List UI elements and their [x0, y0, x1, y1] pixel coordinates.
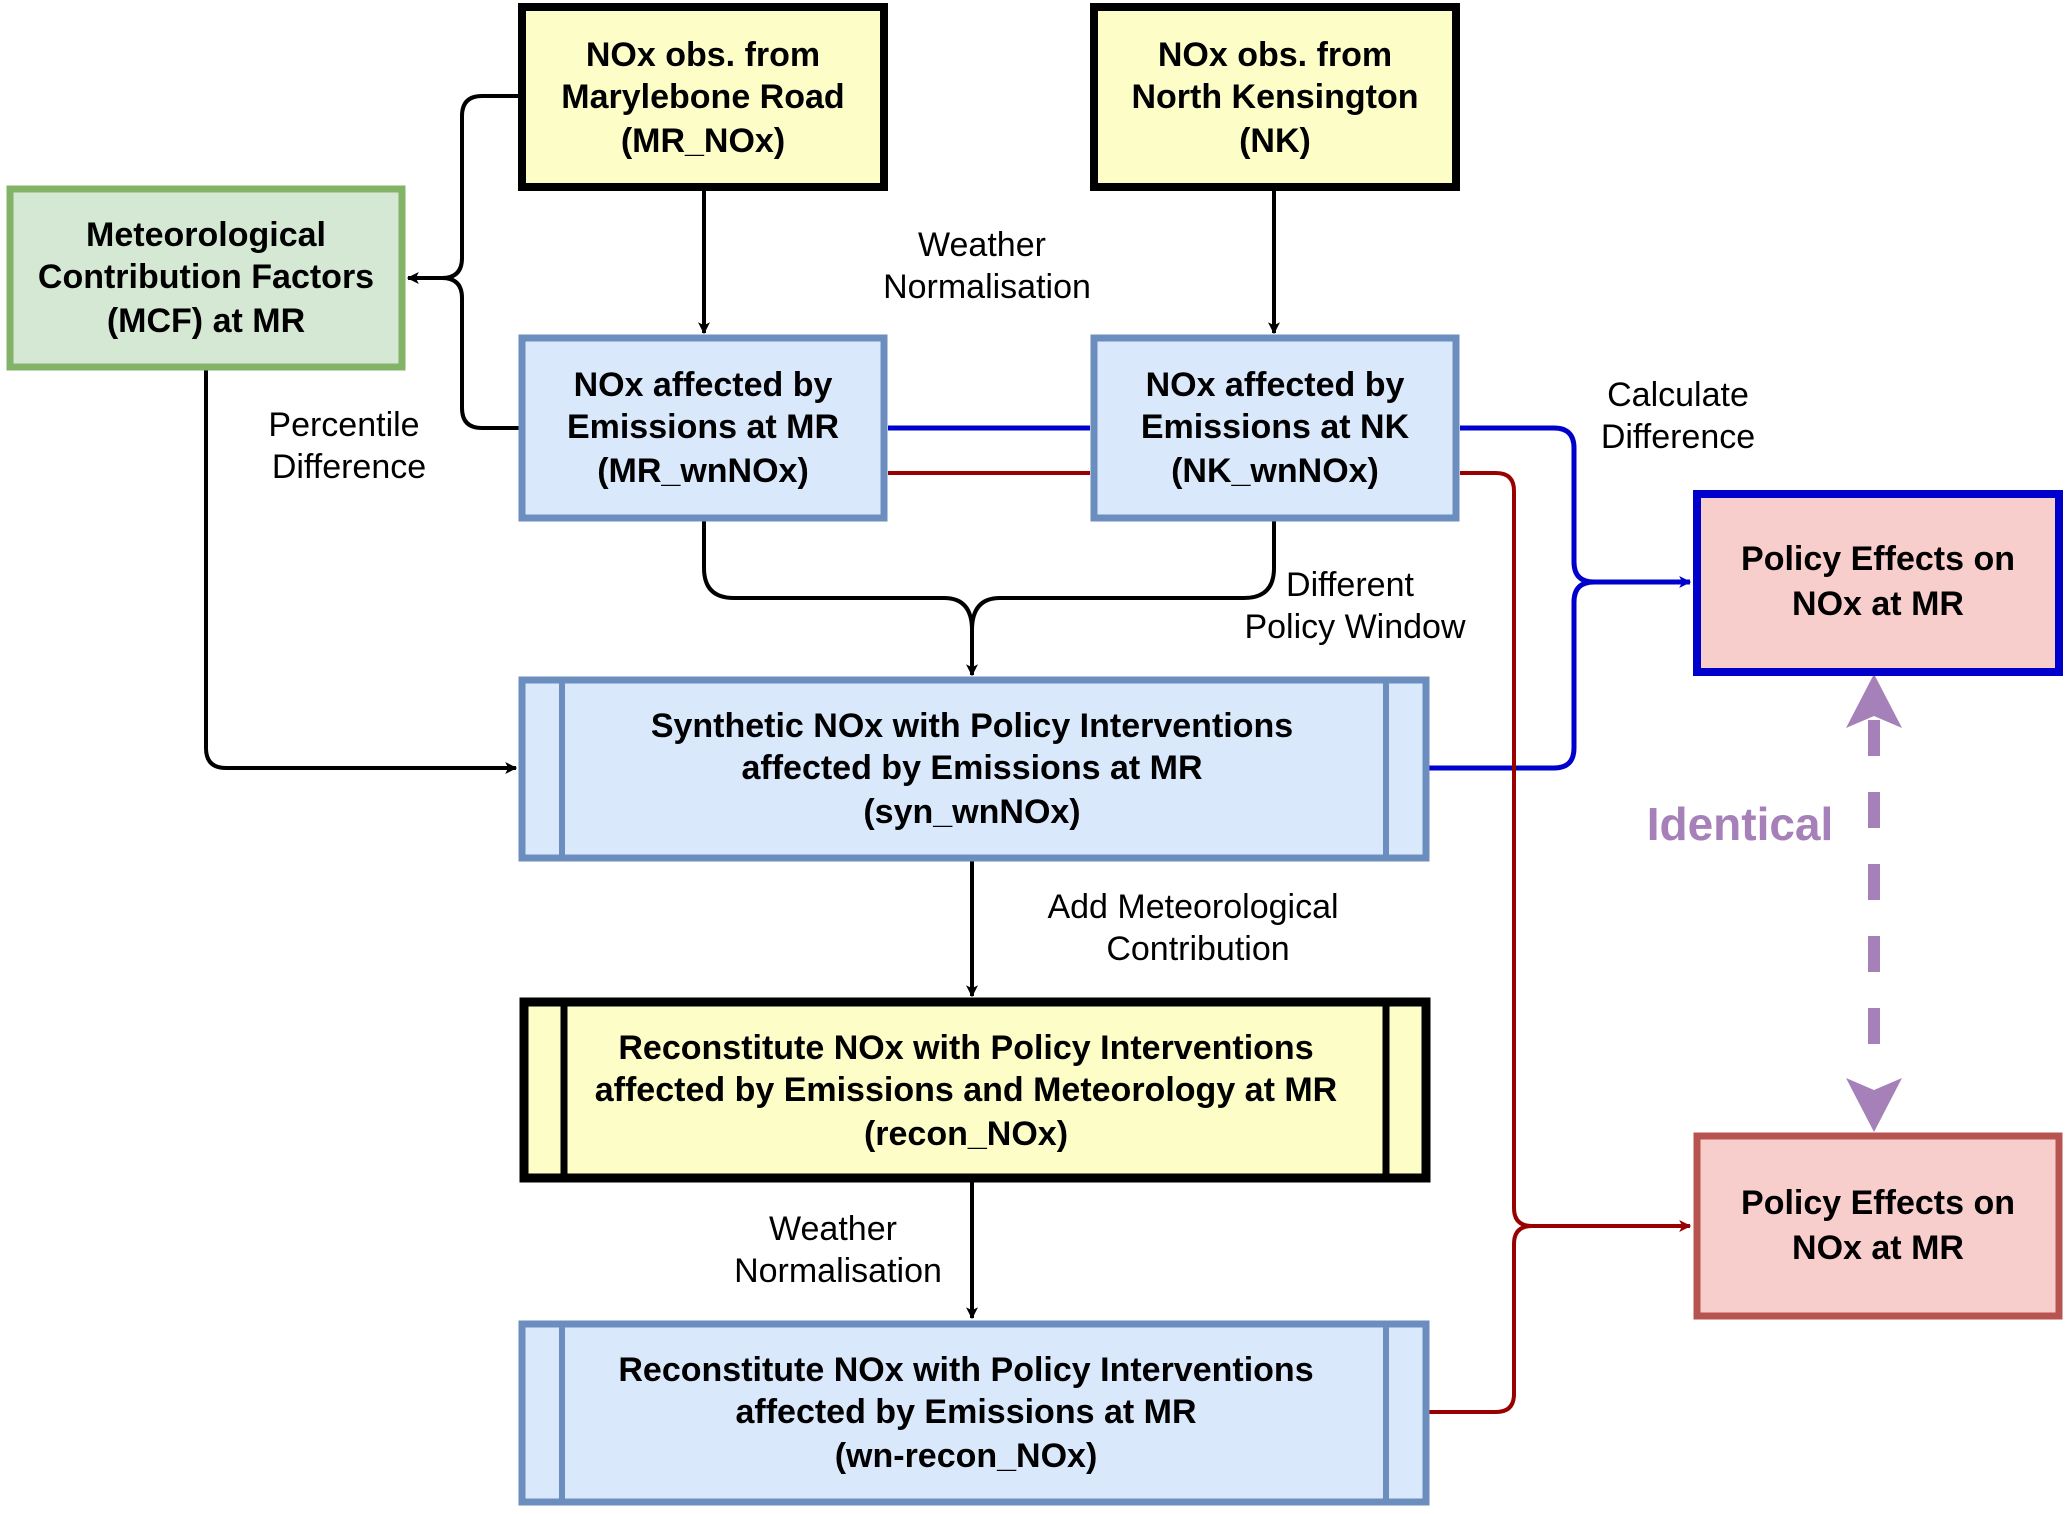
node-mr-obs[interactable]: NOx obs. from Marylebone Road (MR_NOx): [518, 3, 888, 191]
edge-nk-wn-to-syn: [970, 520, 1276, 631]
svg-text:Policy Window: Policy Window: [1244, 608, 1466, 646]
svg-text:Add Meteorological: Add Meteorological: [1047, 888, 1338, 926]
svg-text:Difference: Difference: [272, 448, 426, 486]
node-text: Policy Effects on: [1741, 1184, 2015, 1222]
node-text: (MCF) at MR: [107, 302, 305, 340]
edge-mcf-to-syn: [204, 370, 518, 774]
svg-text:Difference: Difference: [1601, 418, 1755, 456]
node-text: (recon_NOx): [864, 1115, 1068, 1153]
node-text: Policy Effects on: [1741, 540, 2015, 578]
node-text: Meteorological: [86, 216, 326, 254]
edge-mr-wn-to-syn: [702, 520, 978, 677]
label-different-policy-window: Different Policy Window: [1244, 566, 1466, 646]
node-policy-top[interactable]: Policy Effects on NOx at MR: [1693, 490, 2063, 676]
label-identical: Identical: [1647, 798, 1834, 850]
svg-text:Normalisation: Normalisation: [734, 1252, 942, 1290]
node-text: NOx obs. from: [586, 36, 820, 74]
node-text: Synthetic NOx with Policy Interventions: [651, 707, 1293, 745]
node-text: NOx affected by: [1146, 366, 1405, 404]
label-calculate-difference: Calculate Difference: [1601, 376, 1755, 456]
node-text: Emissions at NK: [1141, 408, 1410, 446]
node-text: Marylebone Road: [561, 78, 844, 116]
node-text: (MR_wnNOx): [597, 452, 809, 490]
node-text: (syn_wnNOx): [863, 793, 1080, 831]
edge-wnrecon-to-policy-bottom: [1428, 1224, 1533, 1414]
node-text: NOx at MR: [1792, 1229, 1964, 1267]
node-recon[interactable]: Reconstitute NOx with Policy Interventio…: [519, 997, 1431, 1183]
label-add-meteorological-contribution: Add Meteorological Contribution: [1047, 888, 1338, 968]
node-text: (MR_NOx): [621, 122, 785, 160]
node-text: affected by Emissions and Meteorology at…: [595, 1071, 1337, 1109]
edge-mr-obs-to-mcf: [406, 94, 520, 284]
node-text: NOx at MR: [1792, 585, 1964, 623]
node-nk-wn[interactable]: NOx affected by Emissions at NK (NK_wnNO…: [1090, 334, 1460, 522]
label-weather-normalisation-top: Weather Normalisation: [883, 226, 1091, 306]
node-text: North Kensington: [1131, 78, 1418, 116]
node-mr-wn[interactable]: NOx affected by Emissions at MR (MR_wnNO…: [518, 334, 888, 522]
svg-text:Percentile: Percentile: [268, 406, 419, 444]
node-text: (NK_wnNOx): [1171, 452, 1379, 490]
node-syn[interactable]: Synthetic NOx with Policy Interventions …: [518, 676, 1430, 862]
node-text: (NK): [1239, 122, 1311, 160]
edge-mr-wn-to-mcf: [441, 276, 520, 430]
svg-text:Weather: Weather: [769, 1210, 897, 1248]
node-text: affected by Emissions at MR: [741, 749, 1202, 787]
node-mcf[interactable]: Meteorological Contribution Factors (MCF…: [6, 185, 406, 371]
node-text: Reconstitute NOx with Policy Interventio…: [618, 1029, 1313, 1067]
node-text: Reconstitute NOx with Policy Interventio…: [618, 1351, 1313, 1389]
node-wn-recon[interactable]: Reconstitute NOx with Policy Interventio…: [518, 1320, 1430, 1506]
label-weather-normalisation-bottom: Weather Normalisation: [734, 1210, 942, 1290]
identical-connector: [1846, 674, 1902, 1132]
node-text: NOx obs. from: [1158, 36, 1392, 74]
node-nk-obs[interactable]: NOx obs. from North Kensington (NK): [1090, 3, 1460, 191]
svg-text:Normalisation: Normalisation: [883, 268, 1091, 306]
svg-text:Contribution: Contribution: [1106, 930, 1289, 968]
node-text: Contribution Factors: [38, 258, 374, 296]
node-policy-bottom[interactable]: Policy Effects on NOx at MR: [1693, 1132, 2063, 1320]
svg-text:Weather: Weather: [918, 226, 1046, 264]
node-text: Emissions at MR: [567, 408, 839, 446]
label-percentile-difference: Percentile Difference: [268, 406, 426, 486]
svg-text:Different: Different: [1286, 566, 1414, 604]
svg-text:Calculate: Calculate: [1607, 376, 1749, 414]
node-text: (wn-recon_NOx): [835, 1437, 1098, 1475]
node-text: NOx affected by: [574, 366, 833, 404]
node-text: affected by Emissions at MR: [735, 1393, 1196, 1431]
edge-syn-to-policy-top: [1428, 579, 1595, 771]
